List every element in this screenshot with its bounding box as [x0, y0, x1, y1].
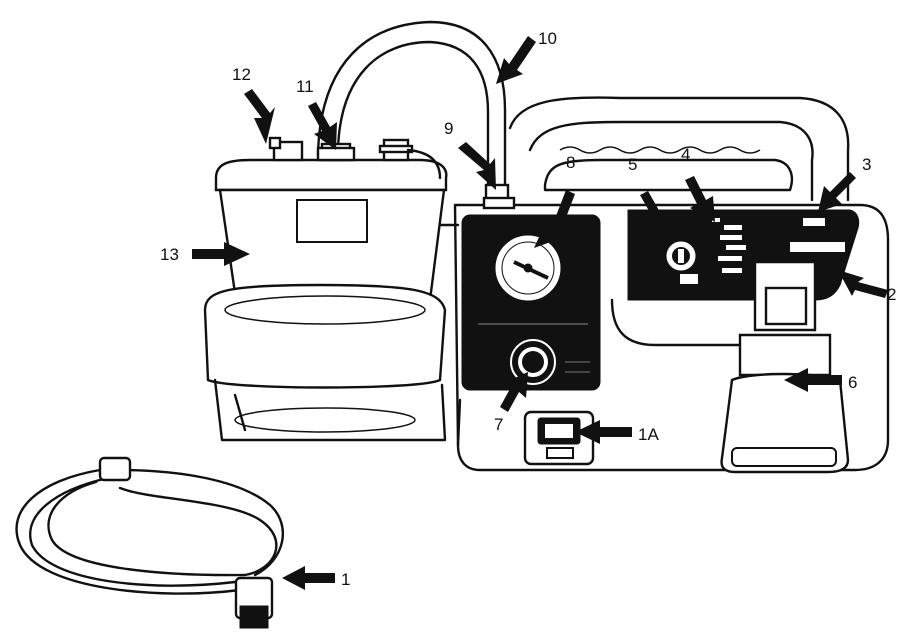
gauge-panel	[462, 215, 600, 390]
callout-3: 3	[862, 155, 871, 174]
callout-6: 6	[848, 373, 857, 392]
callout-12: 12	[232, 65, 251, 84]
callout-2: 2	[887, 285, 896, 304]
callout-11: 11	[296, 77, 314, 96]
callout-1: 1	[341, 570, 350, 589]
callout-1a: 1A	[638, 425, 659, 444]
arrow-12	[244, 89, 275, 144]
callout-5: 5	[628, 155, 637, 174]
callout-10: 10	[538, 29, 557, 48]
callout-4: 4	[681, 145, 690, 164]
callout-9: 9	[444, 119, 453, 138]
callout-7: 7	[494, 415, 503, 434]
callout-8: 8	[566, 153, 575, 172]
collection-canister	[205, 138, 458, 440]
arrow-9	[458, 142, 496, 190]
arrow-10	[496, 36, 536, 84]
callout-13: 13	[160, 245, 179, 264]
arrow-2	[838, 270, 888, 298]
power-inlet	[525, 412, 593, 464]
power-cord	[17, 458, 283, 628]
arrow-1	[282, 566, 335, 590]
